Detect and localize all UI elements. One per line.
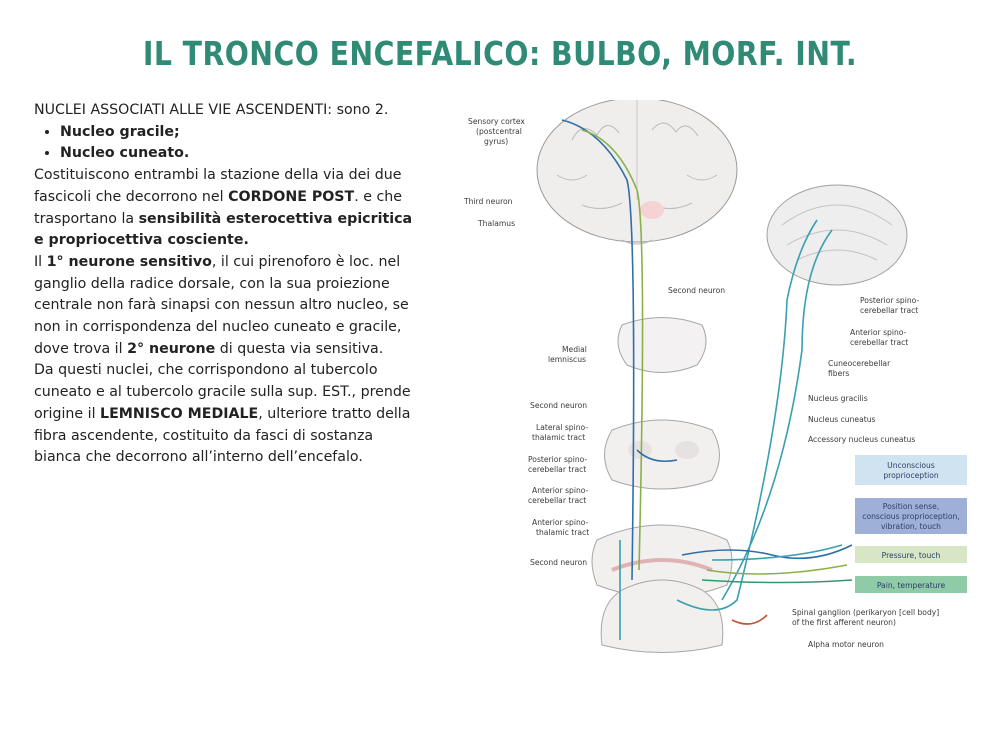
box-text: Pain, temperature	[877, 581, 946, 590]
text-run: . e che trasportano la	[34, 188, 402, 227]
nuclei-list: Nucleo gracile; Nucleo cuneato.	[34, 122, 419, 165]
paragraph-1: Costituiscono entrambi la stazione della…	[34, 165, 419, 252]
label-lateral-spinothalamic: thalamic tract	[532, 433, 585, 442]
label-posterior-spinocerebellar: Posterior spino-	[860, 296, 919, 305]
label-thalamus: Thalamus	[477, 219, 515, 228]
bold-run: 1° neurone sensitivo	[46, 253, 212, 270]
label-third-neuron: Third neuron	[463, 197, 513, 206]
label-medial-lemniscus: Medial	[562, 345, 587, 354]
label-second-neuron: Second neuron	[530, 558, 587, 567]
box-pain-temperature	[855, 576, 967, 593]
cerebellum	[766, 184, 908, 286]
text-run: , il cui pirenoforo è loc. nel ganglio d…	[34, 253, 409, 357]
medulla-section	[604, 317, 720, 490]
paragraph-3: Da questi nuclei, che corrispondono al t…	[34, 360, 419, 469]
spinal-cord-sections	[591, 524, 733, 653]
label-anterior-spinocerebellar: Anterior spino-	[850, 328, 907, 337]
label-posterior-spinocerebellar: cerebellar tract	[860, 306, 918, 315]
bold-run: CORDONE POST	[228, 188, 355, 205]
label-cuneocerebellar: Cuneocerebellar	[828, 359, 891, 368]
text-run: , ulteriore tratto della fibra ascendent…	[34, 405, 411, 466]
label-spinal-ganglion: of the first afferent neuron)	[792, 618, 896, 627]
left-labels: Sensory cortex (postcentral gyrus) Third…	[463, 117, 589, 567]
box-text: proprioception	[883, 471, 939, 480]
box-pressure-touch	[855, 546, 967, 563]
label-sensory-cortex: (postcentral	[476, 127, 522, 136]
box-text: Unconscious	[887, 461, 935, 470]
label-posterior-spinocerebellar: cerebellar tract	[528, 465, 586, 474]
bold-run: sensibilità esterocettiva epicritica e p…	[34, 210, 413, 249]
body-text: NUCLEI ASSOCIATI ALLE VIE ASCENDENTI: so…	[34, 100, 419, 469]
label-anterior-spinocerebellar: Anterior spino-	[532, 486, 589, 495]
label-nucleus-gracilis: Nucleus gracilis	[808, 394, 868, 403]
label-lateral-spinothalamic: Lateral spino-	[536, 423, 588, 432]
label-alpha-motor-neuron: Alpha motor neuron	[808, 640, 884, 649]
bold-run: LEMNISCO MEDIALE	[100, 405, 259, 422]
text-run: Il	[34, 253, 47, 270]
box-text: Pressure, touch	[882, 551, 941, 560]
pathway-lines	[561, 119, 853, 640]
paragraph-2: Il 1° neurone sensitivo, il cui pirenofo…	[34, 252, 419, 361]
legend-boxes: Unconscious proprioception Position sens…	[855, 455, 967, 593]
label-second-neuron: Second neuron	[668, 286, 725, 295]
label-anterior-spinothalamic: Anterior spino-	[532, 518, 589, 527]
box-unconscious	[855, 455, 967, 485]
box-text: Position sense,	[883, 502, 939, 511]
brain-section	[536, 100, 738, 245]
box-text: vibration, touch	[881, 522, 941, 531]
label-accessory-nucleus-cuneatus: Accessory nucleus cuneatus	[808, 435, 915, 444]
label-second-neuron: Second neuron	[530, 401, 587, 410]
label-nucleus-cuneatus: Nucleus cuneatus	[808, 415, 876, 424]
label-anterior-spinocerebellar: cerebellar tract	[850, 338, 908, 347]
text-run: Da questi nuclei, che corrispondono al t…	[34, 362, 411, 422]
intro-line: NUCLEI ASSOCIATI ALLE VIE ASCENDENTI: so…	[34, 102, 389, 118]
bold-run: 2° neurone	[127, 340, 216, 357]
label-cuneocerebellar: fibers	[828, 369, 849, 378]
text-run: Costituiscono entrambi la stazione della…	[34, 167, 402, 205]
box-text: conscious proprioception,	[862, 512, 959, 521]
label-anterior-spinocerebellar: cerebellar tract	[528, 496, 586, 505]
list-item: Nucleo cuneato.	[60, 143, 419, 165]
label-spinal-ganglion: Spinal ganglion (perikaryon [cell body]	[792, 608, 939, 617]
box-position-sense	[855, 498, 967, 534]
right-labels: Second neuron Posterior spino- cerebella…	[668, 286, 939, 649]
list-item: Nucleo gracile;	[60, 122, 419, 144]
label-anterior-spinothalamic: thalamic tract	[536, 528, 589, 537]
page-title: IL TRONCO ENCEFALICO: BULBO, MORF. INT.	[142, 34, 858, 73]
label-medial-lemniscus: lemniscus	[548, 355, 586, 364]
text-run: di questa via sensitiva.	[215, 340, 384, 357]
label-sensory-cortex: Sensory cortex	[468, 117, 525, 126]
label-sensory-cortex: gyrus)	[484, 137, 508, 146]
ascending-pathways-figure: Sensory cortex (postcentral gyrus) Third…	[463, 100, 967, 653]
label-posterior-spinocerebellar: Posterior spino-	[528, 455, 587, 464]
